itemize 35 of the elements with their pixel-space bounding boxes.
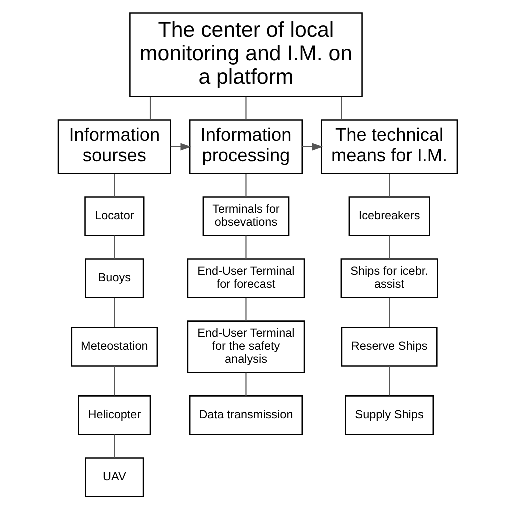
connector [245, 235, 246, 259]
node-box: UAV [84, 457, 144, 497]
node-box: Icebreakers [348, 196, 430, 236]
node-box: Helicopter [78, 395, 151, 435]
connector [245, 96, 246, 120]
node-box: The center of local monitoring and I.M. on a platform [129, 12, 362, 97]
connector [388, 297, 390, 327]
connector [114, 434, 115, 458]
node-box: Locator [84, 196, 144, 236]
node-box: End-User Terminal for the safety analysis [186, 320, 305, 373]
arrow [302, 142, 323, 150]
connector [149, 96, 151, 120]
connector [114, 174, 115, 196]
connector [388, 174, 390, 196]
connector [245, 174, 246, 196]
connector [114, 235, 115, 259]
node-box: Supply Ships [344, 395, 434, 435]
node-box: Reserve Ships [340, 326, 438, 366]
connector [245, 297, 246, 320]
connector [388, 235, 390, 259]
connector [114, 366, 115, 396]
node-box: Information sourses [57, 119, 171, 174]
connector [340, 96, 342, 120]
node-box: Meteostation [70, 326, 158, 366]
node-box: Data transmission [188, 395, 303, 435]
connector [114, 297, 115, 327]
arrow [170, 142, 191, 150]
node-box: The technical means for I.M. [320, 119, 458, 174]
node-box: Buoys [84, 258, 144, 298]
node-box: Information processing [188, 119, 303, 174]
node-box: End-User Terminal for forecast [186, 258, 305, 298]
connector [388, 366, 390, 396]
connector [245, 372, 246, 396]
node-box: Terminals for obsevations [202, 196, 290, 236]
node-box: Ships for icebr. assist [340, 258, 438, 298]
